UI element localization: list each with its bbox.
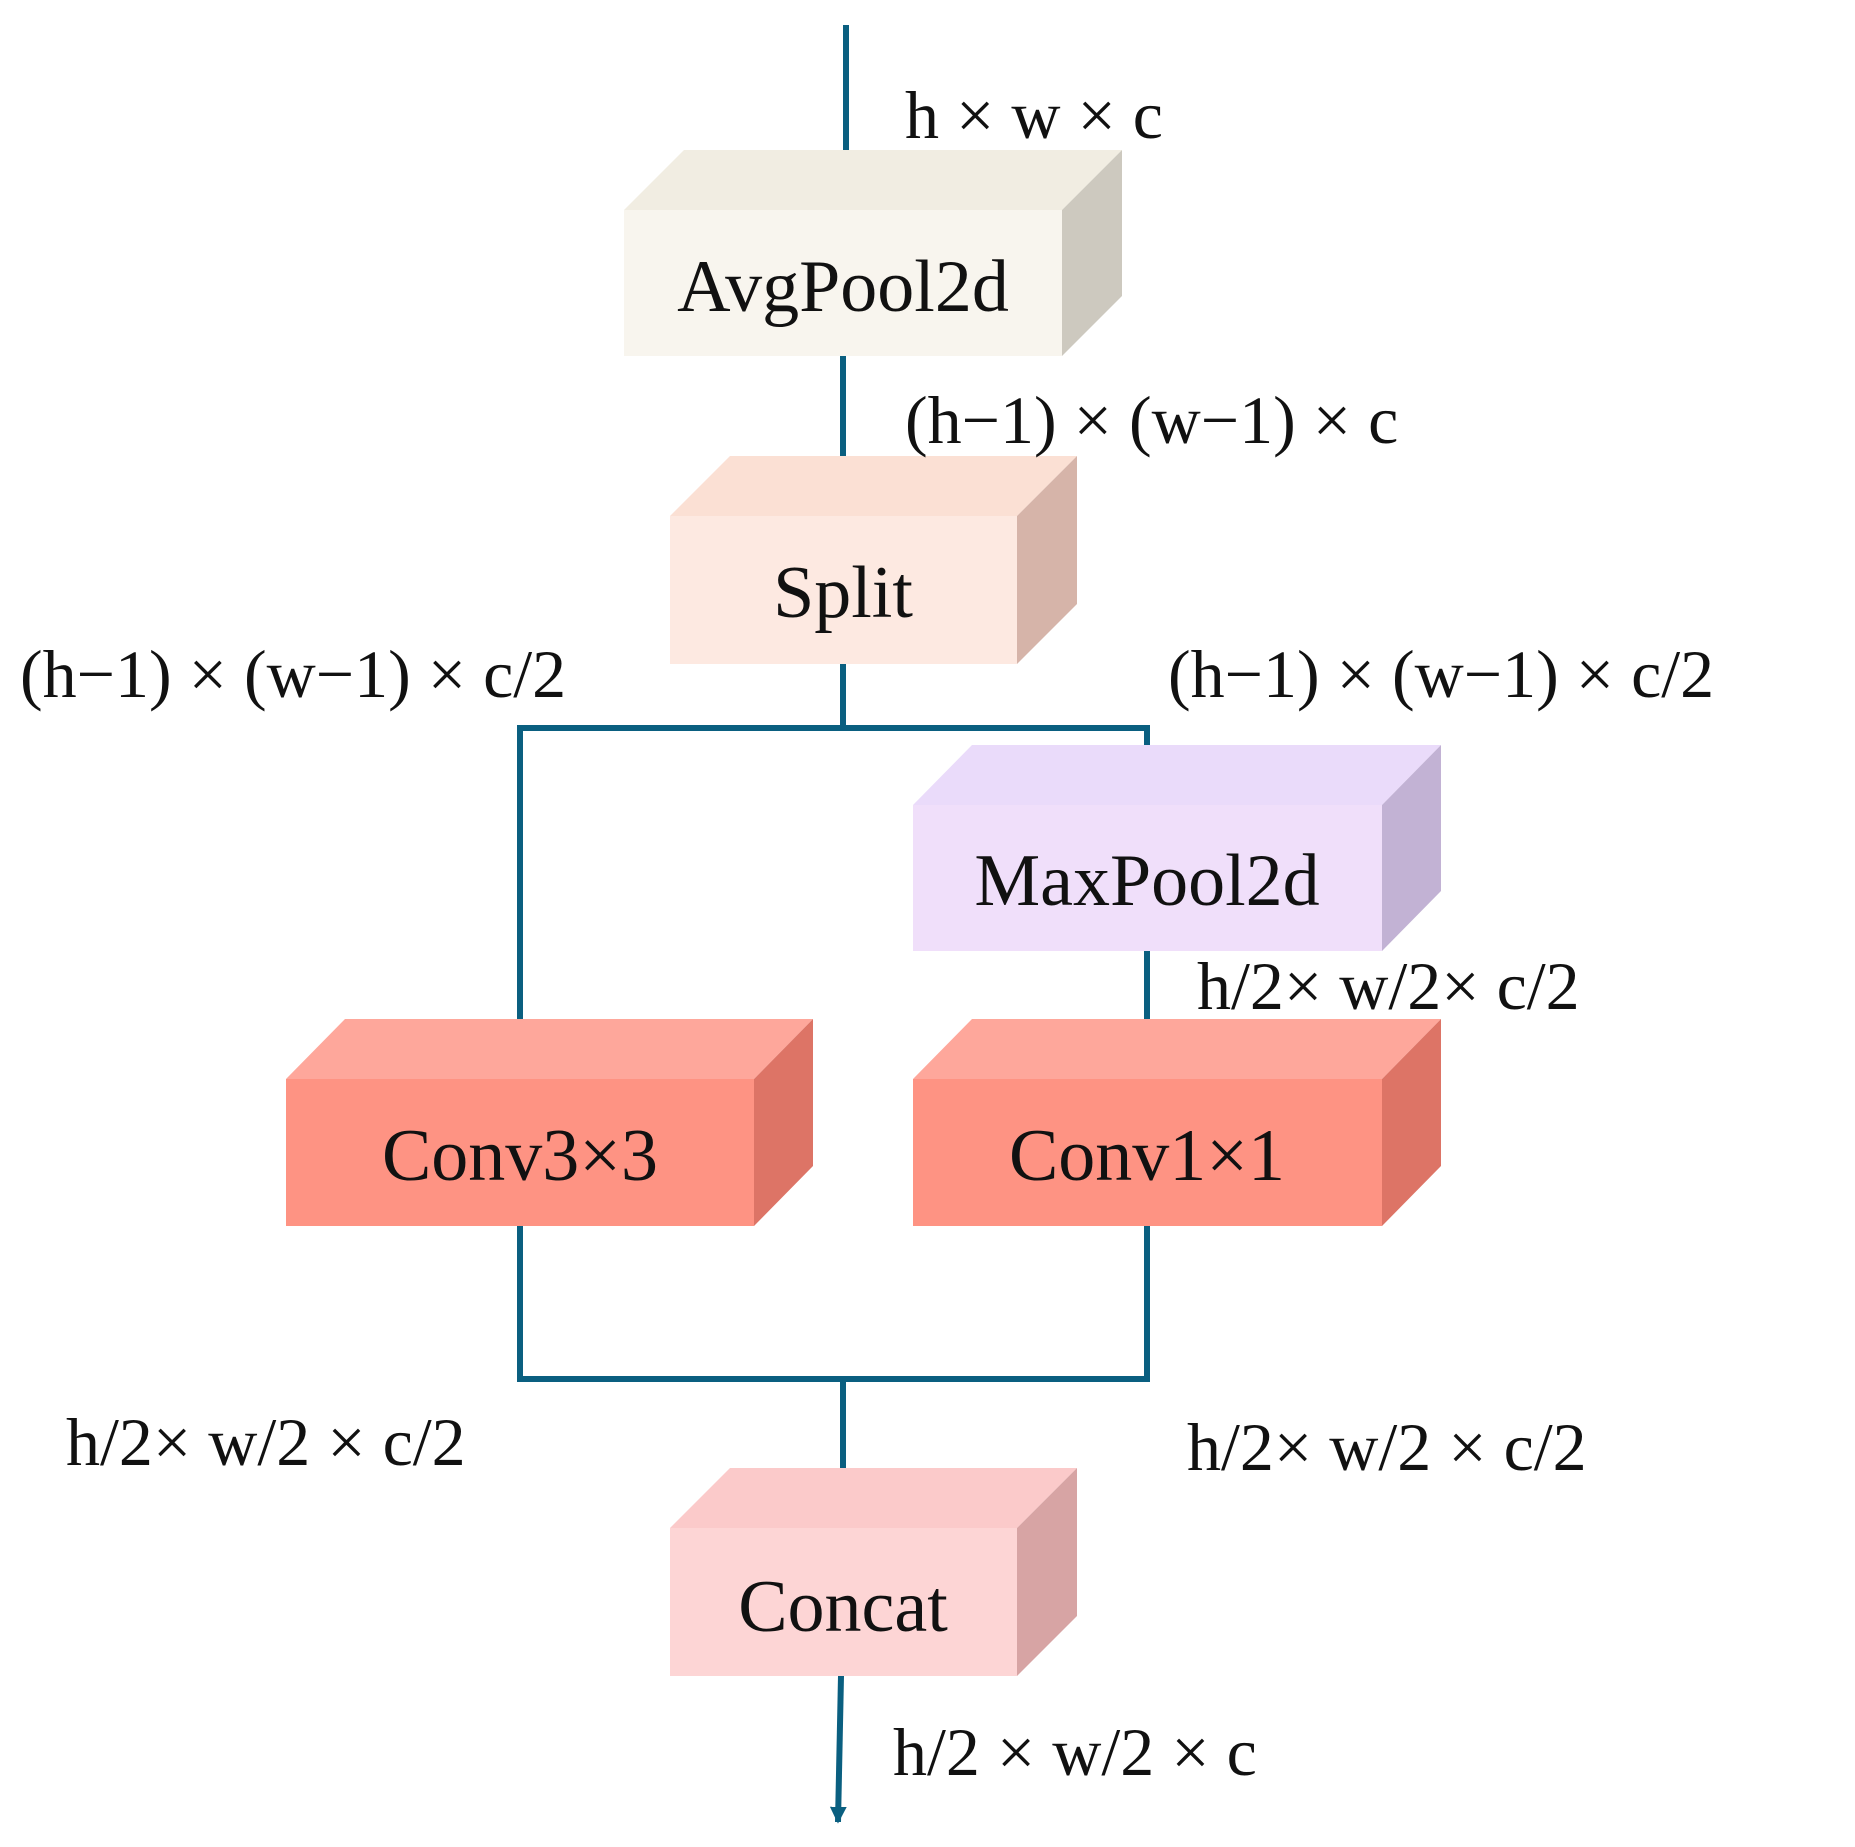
dimension-labels: h × w × c (h−1) × (w−1) × c (h−1) × (w−1…: [20, 77, 1714, 1790]
conv1-block-front: [913, 1079, 1382, 1226]
arrow-concat-output: [829, 1675, 847, 1824]
dim-input: h × w × c: [905, 77, 1163, 153]
dim-split-left: (h−1) × (w−1) × c/2: [20, 636, 566, 712]
dim-after-maxpool: h/2× w/2× c/2: [1197, 948, 1580, 1024]
concat-label: Concat: [738, 1566, 948, 1648]
maxpool-block-side: [1382, 745, 1441, 951]
dim-after-avgpool: (h−1) × (w−1) × c: [905, 382, 1398, 458]
conv3-block-top: [286, 1019, 813, 1079]
dim-split-right: (h−1) × (w−1) × c/2: [1168, 636, 1714, 712]
split-block-side: [1017, 456, 1077, 664]
concat-block: Concat: [670, 1468, 1077, 1676]
split-block: Split: [670, 456, 1077, 664]
connector-split-branch: [511, 664, 846, 1072]
dim-conv3-out: h/2× w/2 × c/2: [66, 1404, 466, 1480]
avgpool-label: AvgPool2d: [677, 246, 1009, 328]
connector-merge: [517, 1226, 1150, 1382]
avgpool-block: AvgPool2d: [624, 150, 1122, 356]
conv3-block-front: [286, 1079, 754, 1226]
dim-conv1-out: h/2× w/2 × c/2: [1187, 1409, 1587, 1485]
conv1-block-side: [1382, 1019, 1441, 1226]
conv3-block-side: [754, 1019, 813, 1226]
split-label: Split: [773, 552, 913, 634]
conv1-block-top: [913, 1019, 1441, 1079]
maxpool-block-top: [913, 745, 1441, 805]
concat-block-top: [670, 1468, 1077, 1528]
maxpool-block-front: [913, 805, 1382, 951]
maxpool-block: MaxPool2d: [913, 745, 1441, 951]
avgpool-block-side: [1062, 150, 1122, 356]
conv3-block: Conv3×3: [286, 1019, 813, 1226]
split-block-top: [670, 456, 1077, 516]
avgpool-block-top: [624, 150, 1122, 210]
conv3-label: Conv3×3: [382, 1115, 658, 1197]
concat-block-side: [1017, 1468, 1077, 1676]
conv1-label: Conv1×1: [1009, 1115, 1285, 1197]
concat-block-front: [670, 1528, 1017, 1676]
dim-output: h/2 × w/2 × c: [893, 1714, 1257, 1790]
conv1-block: Conv1×1: [913, 1019, 1441, 1226]
split-block-front: [670, 516, 1017, 664]
maxpool-label: MaxPool2d: [974, 840, 1319, 922]
avgpool-block-front: [624, 210, 1062, 356]
